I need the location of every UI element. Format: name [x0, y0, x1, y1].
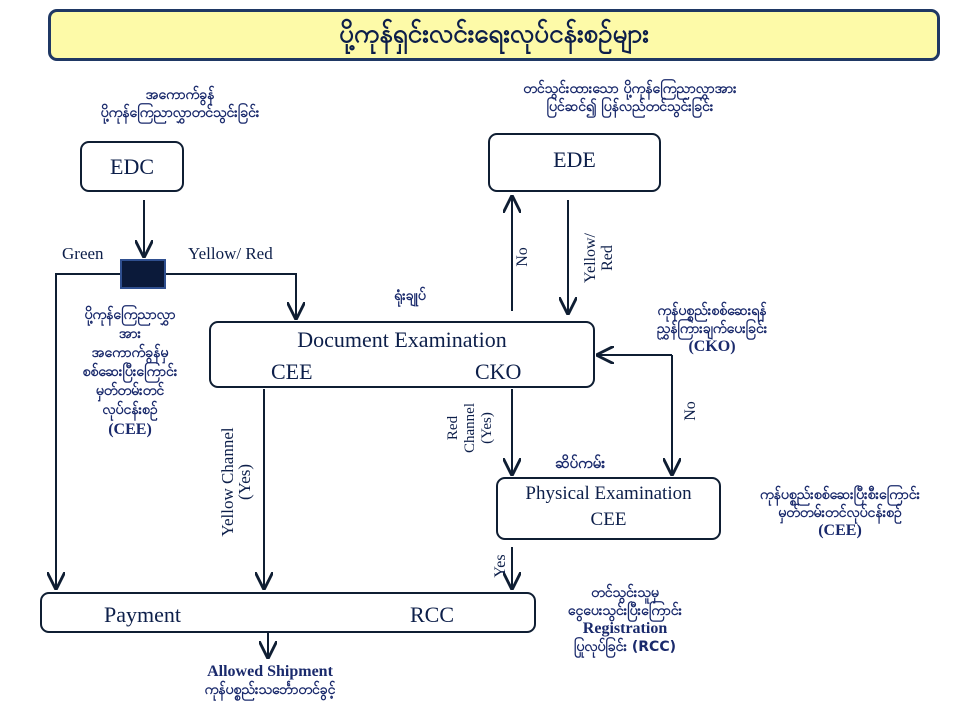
green-desc-line: စစ်ဆေးပြီးကြောင်း [82, 364, 178, 380]
site-label: ဆိပ်ကမ်း [554, 454, 606, 472]
allowed-shipment-label: Allowed Shipment [207, 663, 333, 680]
green-desc-line: မှတ်တမ်းတင် [95, 383, 165, 399]
label-yes: Yes [492, 554, 509, 578]
rcc-label: RCC [410, 602, 455, 627]
label-line: (Yes) [235, 463, 254, 501]
arrow-yellow-red [166, 273, 296, 318]
ede-desc-line: ပြင်ဆင်၍ ပြန်လည်တင်သွင်းခြင်း [546, 99, 714, 115]
rcc-desc-line: တင်သွင်းသူမှ [591, 585, 659, 601]
document-examination-cko: CKO [475, 359, 522, 384]
edc-description: အကောက်ခွန် ပို့ကုန်ကြေညာလွှာတင်သွင်းခြင်… [40, 86, 320, 122]
rcc-desc-line: ငွေပေးသွင်းပြီးကြောင်း [567, 603, 683, 619]
physical-desc-line: (CEE) [818, 522, 862, 539]
label-line: (Yes) [479, 412, 495, 444]
label-yellow-red-down: Yellow/ Red [582, 218, 618, 298]
cko-description: ကုန်ပစ္စည်းစစ်ဆေးရန် ညွှန်ကြားချက်ပေးခြင… [602, 302, 822, 356]
label-line: Channel [462, 403, 478, 453]
physical-examination-node: Physical Examination CEE [496, 477, 721, 540]
edc-label: EDC [110, 153, 154, 179]
green-channel-description: ပို့ကုန်ကြေညာလွှာ အား အကောက်ခွန်မှ စစ်ဆေ… [40, 306, 220, 439]
document-examination-title: Document Examination [297, 327, 507, 352]
green-desc-line: လုပ်ငန်းစဉ် [102, 402, 158, 418]
page-title: ပို့ကုန်ရှင်းလင်းရေးလုပ်ငန်းစဉ်များ [339, 18, 649, 49]
physical-desc-line: မှတ်တမ်းတင်လုပ်ငန်းစဉ် [778, 505, 902, 521]
green-desc-line: ပို့ကုန်ကြေညာလွှာ [84, 307, 176, 323]
channel-decision-box [120, 259, 166, 289]
edc-desc-line: အကောက်ခွန် [145, 87, 215, 103]
cko-desc-line: ကုန်ပစ္စည်းစစ်ဆေးရန် [657, 303, 767, 319]
title-banner: ပို့ကုန်ရှင်းလင်းရေးလုပ်ငန်းစဉ်များ [48, 9, 940, 61]
allowed-shipment: Allowed Shipment ကုန်ပစ္စည်းသင်္ဘောတင်ခွ… [160, 663, 380, 699]
physical-examination-cee: CEE [590, 509, 627, 530]
green-desc-line: (CEE) [108, 421, 152, 438]
rcc-desc-line: Registration [582, 620, 668, 637]
physical-desc-line: ကုန်ပစ္စည်းစစ်ဆေးပြီးစီးကြောင်း [759, 487, 921, 503]
label-no-up: No [514, 247, 531, 267]
label-yellow-red: Yellow/ Red [188, 244, 273, 263]
label-line: Red [445, 415, 461, 441]
ede-label: EDE [553, 147, 596, 172]
document-examination-cee: CEE [271, 359, 313, 384]
green-desc-line: အကောက်ခွန်မှ [91, 345, 169, 361]
ede-description: တင်သွင်းထားသော ပို့ကုန်ကြေညာလွှာအား ပြင်… [460, 80, 800, 116]
rcc-description: တင်သွင်းသူမှ ငွေပေးသွင်းပြီးကြောင်း Regi… [520, 584, 730, 656]
ede-node: EDE [488, 133, 661, 192]
edc-desc-line: ပို့ကုန်ကြေညာလွှာတင်သွင်းခြင်း [100, 105, 260, 121]
payment-label: Payment [104, 602, 181, 627]
rcc-desc-line: ပြုလုပ်ခြင်း (RCC) [574, 639, 676, 655]
cko-desc-line: ညွှန်ကြားချက်ပေးခြင်း [656, 321, 768, 337]
document-examination-node: Document Examination CEE CKO [209, 321, 595, 388]
label-green: Green [62, 244, 104, 263]
physical-description: ကုန်ပစ္စည်းစစ်ဆေးပြီးစီးကြောင်း မှတ်တမ်း… [720, 486, 960, 540]
cko-desc-line: (CKO) [688, 338, 736, 355]
label-no-side: No [682, 401, 699, 421]
label-line: Red [599, 245, 616, 271]
green-desc-line: အား [118, 326, 142, 342]
physical-examination-title: Physical Examination [525, 483, 692, 504]
arrow-green [56, 273, 120, 588]
label-red-channel: Red Channel (Yes) [445, 397, 497, 459]
allowed-shipment-desc: ကုန်ပစ္စည်းသင်္ဘောတင်ခွင့် [204, 682, 336, 698]
edc-node: EDC [80, 141, 184, 192]
label-yellow-channel: Yellow Channel (Yes) [218, 417, 255, 547]
label-line: Yellow Channel [218, 427, 237, 537]
payment-rcc-node: Payment RCC [40, 592, 536, 633]
label-line: Yellow/ [582, 233, 599, 283]
head-office-label: ရုံးချုပ် [394, 288, 426, 304]
ede-desc-line: တင်သွင်းထားသော ပို့ကုန်ကြေညာလွှာအား [523, 81, 737, 97]
